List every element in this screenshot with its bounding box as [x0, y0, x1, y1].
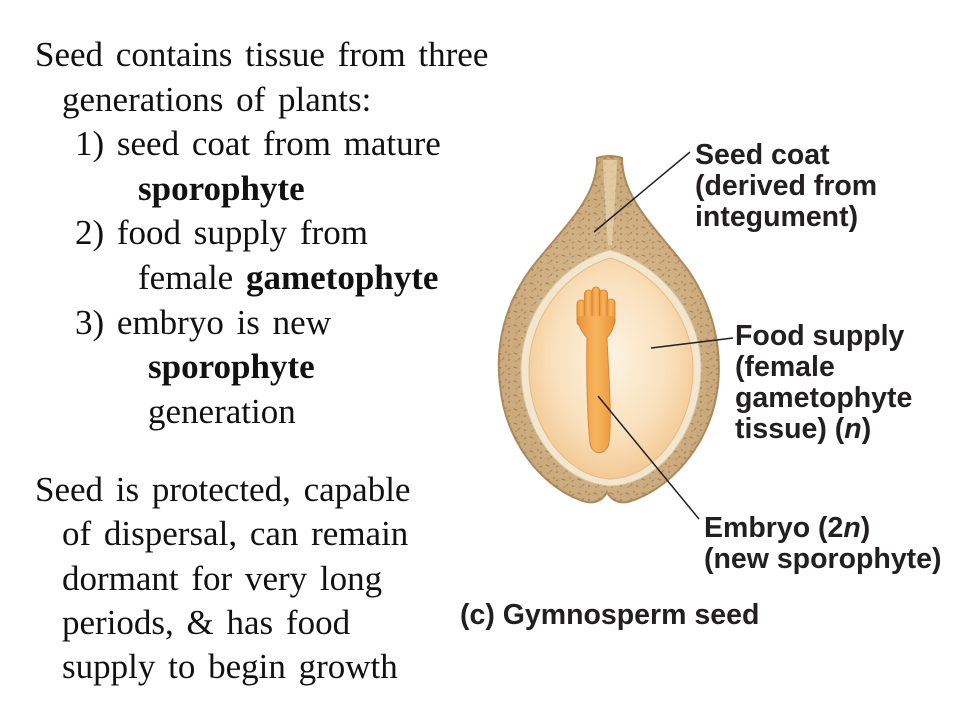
label-food-supply-line: gametophyte — [735, 382, 913, 414]
list-item-2-prefix: female — [138, 258, 234, 297]
list-item-2-text: 2) food supply from — [75, 213, 368, 252]
label-embryo-line: (new sporophyte) — [704, 543, 942, 575]
label-food-supply-ploidy: n — [844, 413, 862, 445]
label-food-supply-line: Food supply — [735, 320, 905, 352]
label-seed-coat-line: integument) — [695, 201, 859, 233]
list-item-3-suffix: generation — [148, 392, 296, 431]
list-item-1-text: 1) seed coat from mature — [75, 124, 441, 163]
label-embryo-before: Embryo (2 — [704, 512, 844, 544]
label-seed-coat: Seed coat (derived from integument) — [695, 140, 877, 233]
diagram-caption: (c) Gymnosperm seed — [460, 599, 760, 631]
food-supply-gametophyte — [528, 257, 694, 480]
list-item-3-emphasis: sporophyte — [148, 347, 315, 386]
label-food-supply-line: (female — [735, 351, 835, 383]
leader-line-seed-coat — [593, 151, 691, 233]
paragraph-1-line-2: generations of plants: — [62, 80, 372, 119]
list-item-2-continuation: female gametophyte — [138, 256, 438, 300]
list-item-2-emphasis: gametophyte — [245, 258, 439, 297]
leader-line-food-supply — [650, 337, 734, 349]
paragraph-2-line: Seed is protected, capable — [35, 470, 411, 509]
label-embryo: Embryo (2n) (new sporophyte) — [704, 513, 942, 575]
paragraph-1-line-1: Seed contains tissue from three — [35, 35, 489, 74]
label-food-supply: Food supply (female gametophyte tissue) … — [735, 321, 912, 445]
embryo-outline — [577, 317, 615, 454]
label-food-supply-last-line: tissue) (n) — [735, 414, 912, 445]
paragraph-2-line: periods, & has food — [62, 603, 351, 642]
label-food-supply-before: tissue) ( — [735, 413, 845, 445]
label-food-supply-after: ) — [861, 413, 872, 445]
paragraph-2-line: supply to begin growth — [62, 647, 398, 686]
label-embryo-after: ) — [860, 512, 871, 544]
list-item-3-text: 3) embryo is new — [75, 303, 331, 342]
micropyle-neck — [603, 160, 617, 245]
paragraph-2-line: dormant for very long — [62, 559, 383, 598]
label-seed-coat-line: (derived from — [695, 170, 878, 202]
paragraph-2-line: of dispersal, can remain — [62, 514, 409, 553]
label-seed-coat-line: Seed coat — [695, 139, 830, 171]
leader-line-embryo — [597, 395, 700, 520]
list-item-1-emphasis: sporophyte — [138, 169, 305, 208]
label-embryo-ploidy: n — [843, 512, 861, 544]
label-embryo-first-line: Embryo (2n) — [704, 513, 942, 544]
